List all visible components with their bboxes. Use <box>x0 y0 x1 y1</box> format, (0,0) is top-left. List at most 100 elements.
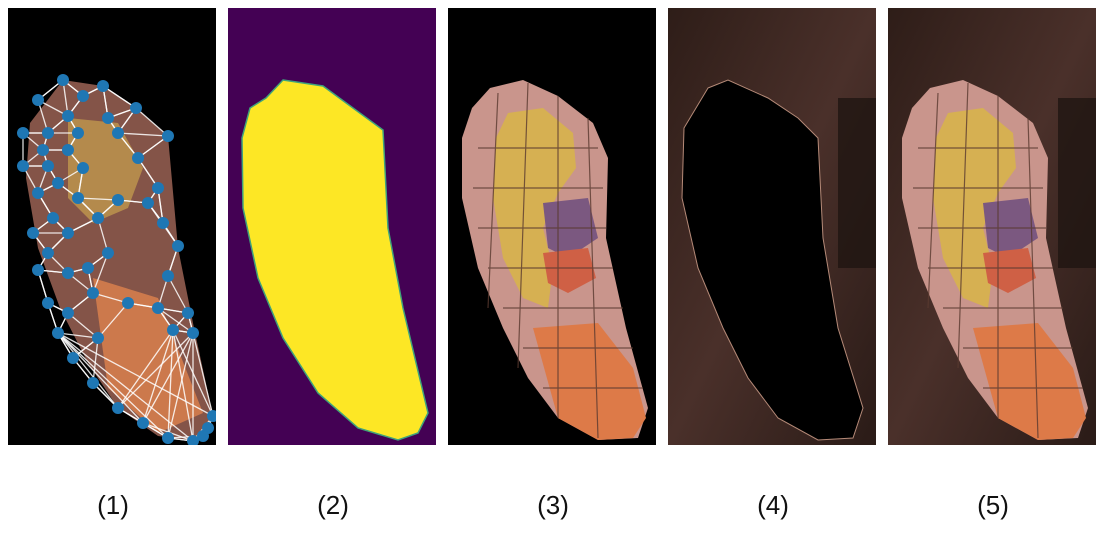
mesh-edge <box>57 332 119 409</box>
panel-masked-face <box>668 8 876 445</box>
mesh-edge <box>57 332 169 439</box>
landmark-point <box>17 160 29 172</box>
landmark-point <box>112 127 124 139</box>
landmark-point <box>42 127 54 139</box>
rendered-ear-figure <box>448 8 656 445</box>
mesh-edge <box>102 85 137 109</box>
landmark-point <box>152 302 164 314</box>
mesh-edge <box>117 132 169 137</box>
landmark-point <box>167 324 179 336</box>
landmark-point <box>172 240 184 252</box>
ear-grid-lines <box>913 82 1083 439</box>
landmark-point <box>62 267 74 279</box>
landmark-point <box>47 212 59 224</box>
landmark-point <box>87 287 99 299</box>
mesh-edge <box>167 275 189 314</box>
landmark-point <box>92 212 104 224</box>
mesh-edge <box>57 332 194 442</box>
mesh-edge <box>167 332 194 439</box>
landmark-point <box>102 112 114 124</box>
mesh-edge <box>57 332 214 417</box>
landmark-point <box>62 144 74 156</box>
mesh-edge <box>92 337 99 384</box>
landmark-point <box>32 187 44 199</box>
landmark-point <box>77 90 89 102</box>
mesh-edge <box>117 329 174 409</box>
landmark-point <box>197 430 209 442</box>
landmark-point <box>17 127 29 139</box>
landmark-point <box>42 247 54 259</box>
mesh-edge <box>92 252 109 294</box>
landmark-point <box>187 327 199 339</box>
mesh-edge <box>97 302 129 339</box>
landmark-point <box>122 297 134 309</box>
landmark-points <box>17 74 216 445</box>
mesh-edge <box>92 292 129 304</box>
caption-3: (3) <box>537 490 569 520</box>
landmark-point <box>102 247 114 259</box>
hair-shadow <box>1058 98 1096 268</box>
ear-helix-yellow <box>493 108 576 308</box>
mesh-edge <box>192 332 214 417</box>
caption-4: (4) <box>757 490 789 520</box>
landmark-point <box>187 435 199 445</box>
landmark-point <box>87 377 99 389</box>
composite-figure <box>888 8 1096 445</box>
ear-lobe-orange <box>973 323 1086 440</box>
caption-5: (5) <box>977 490 1009 520</box>
landmark-point <box>162 270 174 282</box>
landmark-point <box>62 227 74 239</box>
landmark-point <box>57 74 69 86</box>
panel-composited-result <box>888 8 1096 445</box>
landmark-point <box>62 307 74 319</box>
panel-segmentation-mask <box>228 8 436 445</box>
landmark-mesh-figure <box>8 8 216 445</box>
hair-shadow <box>838 98 876 268</box>
landmark-point <box>37 144 49 156</box>
landmark-point <box>112 402 124 414</box>
mesh-edge <box>157 307 194 334</box>
mesh-edge <box>142 329 174 424</box>
landmark-point <box>137 417 149 429</box>
landmark-point <box>130 102 142 114</box>
mesh-edge <box>57 332 144 424</box>
mesh-edge <box>67 312 99 339</box>
mesh-edge <box>77 197 119 201</box>
masked-ear-region <box>681 79 864 441</box>
landmark-point <box>152 182 164 194</box>
landmark-point <box>132 152 144 164</box>
caption-2: (2) <box>317 490 349 520</box>
ear-lobe-region <box>93 278 203 433</box>
ear-mask <box>241 79 429 441</box>
ear-lobe-orange <box>533 323 646 440</box>
landmark-point <box>52 177 64 189</box>
landmark-point <box>77 162 89 174</box>
mesh-edge <box>97 217 109 254</box>
ear-grid-lines <box>473 82 643 439</box>
landmark-point <box>112 194 124 206</box>
mesh-edge <box>117 332 194 409</box>
landmark-point <box>207 410 216 422</box>
mesh-edge <box>137 157 159 189</box>
landmark-point <box>97 80 109 92</box>
ear-yellow-region <box>68 118 143 223</box>
mesh-edge <box>172 329 194 442</box>
masked-face-figure <box>668 8 876 445</box>
landmark-point <box>92 332 104 344</box>
landmark-point <box>42 297 54 309</box>
mesh-edge <box>167 329 174 439</box>
landmark-point <box>52 327 64 339</box>
ear-concha-red <box>543 248 596 293</box>
caption-1: (1) <box>97 490 129 520</box>
panel-landmark-mesh <box>8 8 216 445</box>
ear-concha-red <box>983 248 1036 293</box>
mesh-edge <box>137 135 169 159</box>
landmark-point <box>72 192 84 204</box>
landmark-point <box>32 94 44 106</box>
landmark-point <box>67 352 79 364</box>
landmark-point <box>62 110 74 122</box>
landmark-point <box>32 264 44 276</box>
ear-helix-yellow <box>933 108 1016 308</box>
landmark-point <box>182 307 194 319</box>
mesh-edge <box>135 107 169 137</box>
